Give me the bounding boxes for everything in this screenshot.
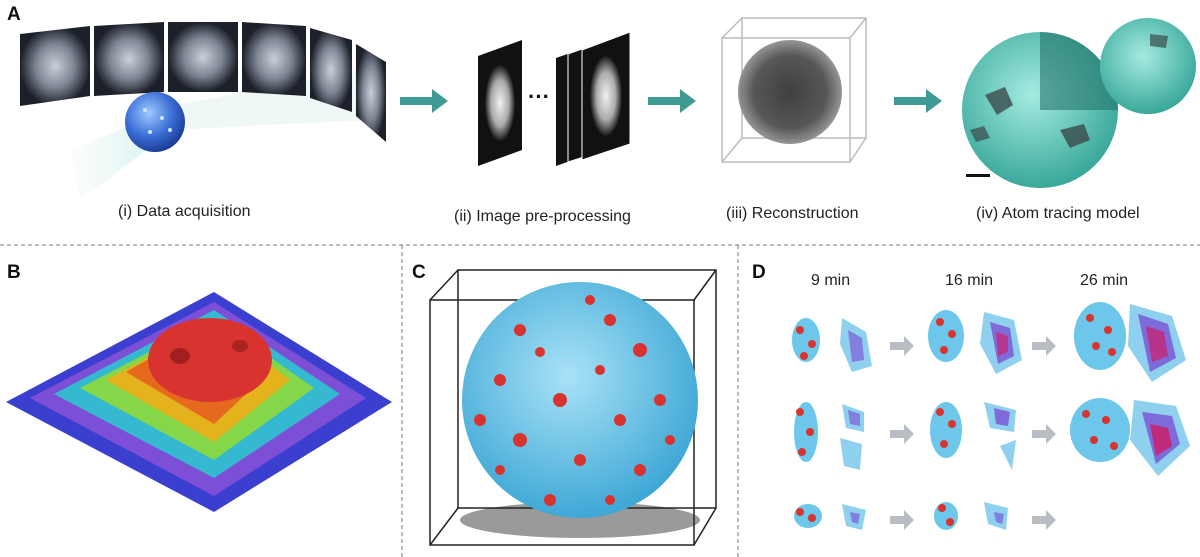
panel-letter-a: A — [7, 4, 21, 25]
time-label-26min: 26 min — [1080, 272, 1129, 289]
caption-atom-tracing-model: (iv) Atom tracing model — [976, 205, 1140, 222]
panel-letter-c: C — [412, 262, 426, 283]
preprocessed-projection-single — [478, 40, 522, 166]
nanoparticle-box — [429, 269, 717, 546]
scale-bar — [966, 174, 990, 177]
pipeline-arrow-1 — [400, 89, 448, 113]
time-label-9min: 9 min — [811, 272, 851, 289]
pipeline-arrow-2 — [648, 89, 696, 113]
caption-data-acquisition: (i) Data acquisition — [118, 203, 251, 220]
nanoparticle-sample — [125, 92, 185, 152]
preprocessed-projection-stack — [556, 31, 631, 166]
reconstruction-volume — [721, 17, 867, 163]
layered-atom-surface — [6, 292, 392, 512]
growth-row-1 — [792, 302, 1186, 382]
panel-letter-b: B — [7, 262, 21, 283]
growth-row-2 — [794, 398, 1190, 476]
atom-tracing-model — [962, 18, 1196, 188]
preprocessing-ellipsis: ··· — [528, 84, 550, 109]
panel-letter-d: D — [752, 262, 766, 283]
caption-reconstruction: (iii) Reconstruction — [726, 205, 859, 222]
projection-tiles — [20, 22, 386, 142]
pipeline-arrow-3 — [894, 89, 942, 113]
growth-row-3 — [794, 502, 1056, 530]
time-label-16min: 16 min — [945, 272, 994, 289]
caption-image-preprocessing: (ii) Image pre-processing — [454, 208, 631, 225]
